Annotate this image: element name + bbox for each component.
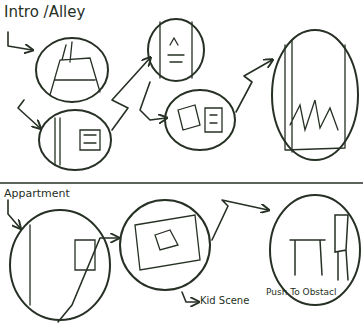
- section-heading: Appartment: [4, 188, 70, 199]
- panel-group: [10, 19, 360, 320]
- flow-arrow: [140, 82, 166, 120]
- flow-arrow: [182, 292, 198, 302]
- flow-arrow: [8, 200, 20, 228]
- flow-arrows: [0, 32, 363, 322]
- flow-arrow: [58, 238, 118, 322]
- scene-note: Kid Scene: [200, 296, 249, 306]
- section-heading: Intro /Alley: [4, 5, 85, 20]
- panel-sketch: [285, 40, 345, 152]
- panel-circle: [148, 19, 204, 81]
- panel-circle: [120, 200, 210, 290]
- flow-arrow: [236, 60, 272, 112]
- section-divider: [0, 182, 363, 184]
- panel-circle: [39, 110, 111, 170]
- panel-sketch: [55, 118, 100, 165]
- flow-arrow: [112, 58, 150, 130]
- flow-arrow: [8, 32, 32, 50]
- panel-circle: [10, 210, 110, 320]
- panel-sketch: [290, 215, 348, 280]
- panel-circle: [165, 90, 235, 150]
- flow-arrow: [18, 100, 40, 128]
- panel-circle: [36, 38, 108, 102]
- panel-sketch: [50, 42, 100, 95]
- panel-sketch: [178, 105, 222, 132]
- panel-sketch: [30, 225, 95, 305]
- panel-circle: [272, 30, 358, 160]
- panel-sketch: [135, 215, 200, 270]
- flow-arrow: [212, 200, 268, 240]
- scene-note: Push To Obstacl: [266, 288, 337, 297]
- panel-sketch: [160, 22, 192, 78]
